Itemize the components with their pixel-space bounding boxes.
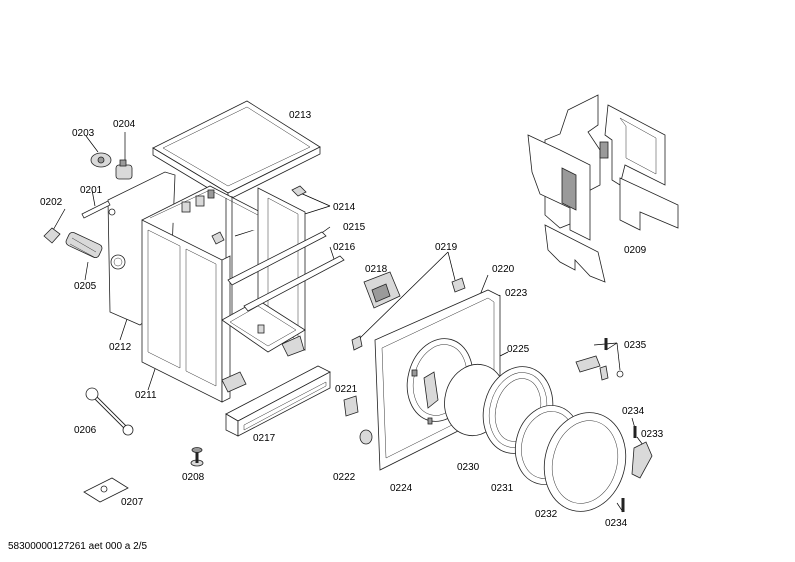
cabinet [107,171,306,403]
insulation-pads [527,94,679,283]
label-0204: 0204 [113,119,136,130]
label-0215: 0215 [343,222,366,233]
label-0214: 0214 [333,202,356,213]
label-0224: 0224 [390,483,413,494]
label-0207: 0207 [121,497,144,508]
label-0201: 0201 [80,185,103,196]
label-0202: 0202 [40,197,63,208]
cross-rails [211,185,345,312]
front-panel [343,271,501,471]
plinth [225,365,331,437]
label-0213: 0213 [289,110,312,121]
label-0209: 0209 [624,245,647,256]
label-0222: 0222 [333,472,356,483]
label-0212: 0212 [109,342,132,353]
label-0234-top: 0234 [622,406,645,417]
part-labels: 0213 0203 0204 0201 0202 0205 0212 0211 … [40,110,664,529]
label-0216: 0216 [333,242,356,253]
label-0211: 0211 [135,390,157,401]
label-0203: 0203 [72,128,95,139]
label-0232: 0232 [535,509,558,520]
label-0219: 0219 [435,242,458,253]
label-0225: 0225 [507,344,530,355]
label-0235: 0235 [624,340,647,351]
label-0218: 0218 [365,264,388,275]
label-0206: 0206 [74,425,97,436]
label-0217: 0217 [253,433,276,444]
label-0230: 0230 [457,462,480,473]
label-0233: 0233 [641,429,664,440]
door-parts [444,338,653,512]
label-0223: 0223 [505,288,528,299]
label-0234-bottom: 0234 [605,518,628,529]
document-id-footer: 58300000127261 aet 000 a 2/5 [8,541,148,552]
label-0220: 0220 [492,264,515,275]
small-parts-left [43,152,204,503]
label-0221: 0221 [335,384,358,395]
label-0231: 0231 [491,483,514,494]
label-0208: 0208 [182,472,205,483]
label-0205: 0205 [74,281,97,292]
